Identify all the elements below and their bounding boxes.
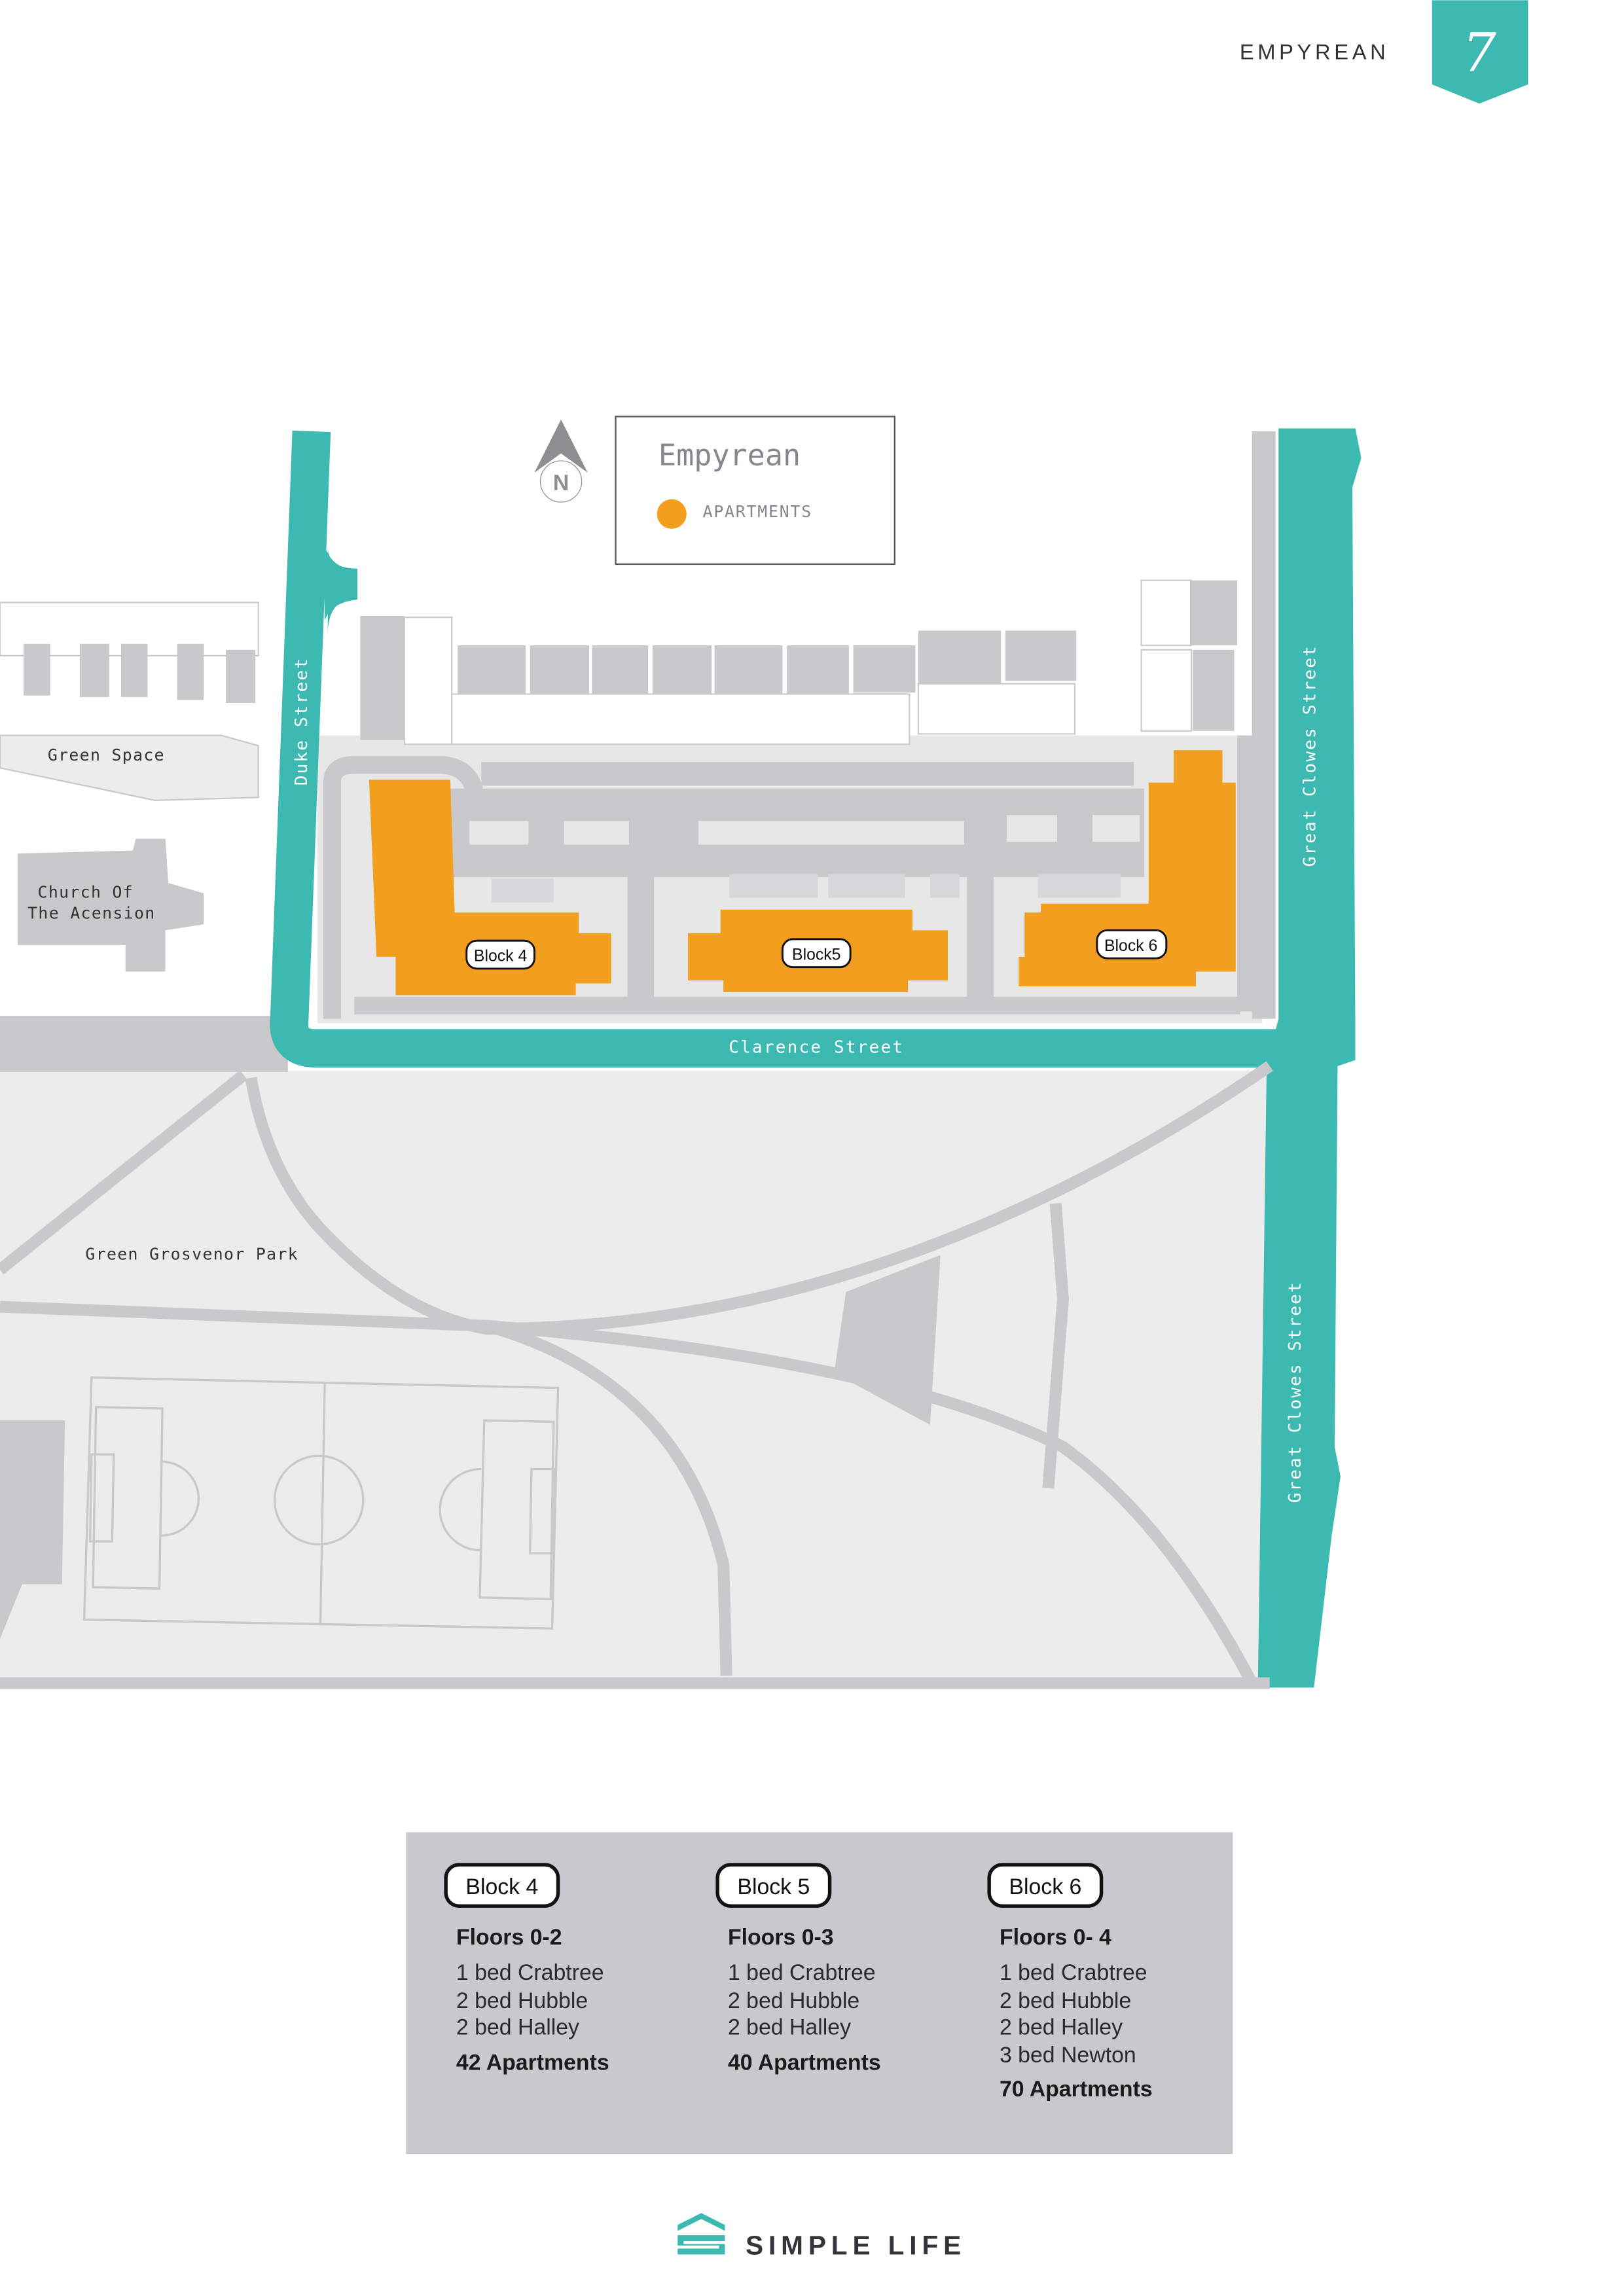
block-4-info: Block 4 Floors 0-2 1 bed Crabtree 2 bed … <box>444 1863 609 2075</box>
block-6-info: Block 6 Floors 0- 4 1 bed Crabtree 2 bed… <box>987 1863 1153 2102</box>
church-label-line1: Church Of <box>38 883 134 902</box>
svg-text:Block 6: Block 6 <box>1104 937 1157 955</box>
map-legend: Empyrean APARTMENTS <box>615 416 895 565</box>
svg-text:42 Apartments: 42 Apartments <box>456 2051 609 2075</box>
block-6-label: Block 6 <box>1096 929 1168 960</box>
block-4-label: Block 4 <box>465 939 535 970</box>
page-number-banner <box>1432 0 1528 104</box>
legend-apartments-label: APARTMENTS <box>703 502 812 521</box>
svg-text:N: N <box>553 471 569 495</box>
buildings-north <box>360 579 1238 745</box>
site-internal-roads <box>354 762 1240 1014</box>
footer-brand-text: SIMPLE LIFE <box>746 2230 966 2260</box>
house-s-icon <box>677 2213 725 2255</box>
block-5-label: Block5 <box>781 938 852 969</box>
svg-text:2 bed Hubble: 2 bed Hubble <box>1000 1988 1131 2013</box>
svg-text:Block 5: Block 5 <box>737 1874 810 1899</box>
park-shelter <box>834 1255 941 1425</box>
block-6-building[interactable] <box>1019 750 1236 987</box>
svg-text:1 bed Crabtree: 1 bed Crabtree <box>728 1960 876 1985</box>
svg-text:1 bed Crabtree: 1 bed Crabtree <box>456 1960 604 1985</box>
svg-text:1 bed Crabtree: 1 bed Crabtree <box>1000 1960 1147 1985</box>
svg-text:2 bed Hubble: 2 bed Hubble <box>728 1988 859 2013</box>
football-pitch <box>82 1376 560 1630</box>
svg-text:Floors 0-3: Floors 0-3 <box>728 1925 834 1950</box>
block-4-building[interactable] <box>369 780 611 996</box>
legend-title: Empyrean <box>659 438 801 473</box>
great-clowes-street-north-label: Great Clowes Street <box>1301 645 1320 867</box>
block-info-panel: Block 4 Floors 0-2 1 bed Crabtree 2 bed … <box>406 1832 1233 2155</box>
great-clowes-street <box>1257 428 1362 1688</box>
terraced-houses-west <box>0 601 259 703</box>
brand-header: EMPYREAN <box>1240 40 1390 64</box>
church-building <box>18 838 204 972</box>
simple-life-logo: SIMPLE LIFE <box>677 2213 966 2260</box>
svg-text:Block 6: Block 6 <box>1009 1874 1081 1899</box>
block-5-info: Block 5 Floors 0-3 1 bed Crabtree 2 bed … <box>715 1863 881 2075</box>
page-number: 7 <box>1462 23 1496 84</box>
west-road <box>0 1016 288 1072</box>
svg-text:Block5: Block5 <box>792 946 840 963</box>
duke-street-label: Duke Street <box>292 657 312 785</box>
svg-text:3 bed Newton: 3 bed Newton <box>1000 2043 1136 2068</box>
svg-text:40 Apartments: 40 Apartments <box>728 2051 881 2075</box>
green-space-label: Green Space <box>48 745 165 764</box>
svg-text:2 bed Halley: 2 bed Halley <box>1000 2015 1123 2039</box>
site-map: Block 4 Block5 Block 6 Duke Street Clare… <box>0 416 1362 1689</box>
north-arrow-icon: N <box>534 419 588 503</box>
park-label: Green Grosvenor Park <box>85 1244 298 1263</box>
church-label-line2: The Acension <box>27 903 155 922</box>
svg-text:70 Apartments: 70 Apartments <box>1000 2077 1153 2102</box>
green-space-area <box>0 734 259 801</box>
duke-clarence-road <box>270 430 1277 1068</box>
svg-text:Block 4: Block 4 <box>465 1874 538 1899</box>
svg-text:2 bed Halley: 2 bed Halley <box>456 2015 579 2039</box>
svg-text:Floors 0-2: Floors 0-2 <box>456 1925 562 1950</box>
svg-text:Block 4: Block 4 <box>474 948 528 965</box>
park-paths <box>0 1061 1273 1689</box>
svg-text:Floors 0- 4: Floors 0- 4 <box>1000 1925 1111 1950</box>
svg-text:2 bed Halley: 2 bed Halley <box>728 2015 851 2039</box>
apartments-legend-swatch <box>657 499 687 529</box>
great-clowes-street-south-label: Great Clowes Street <box>1286 1281 1305 1503</box>
svg-text:2 bed Hubble: 2 bed Hubble <box>456 1988 588 2013</box>
clarence-street-label: Clarence Street <box>729 1038 904 1058</box>
